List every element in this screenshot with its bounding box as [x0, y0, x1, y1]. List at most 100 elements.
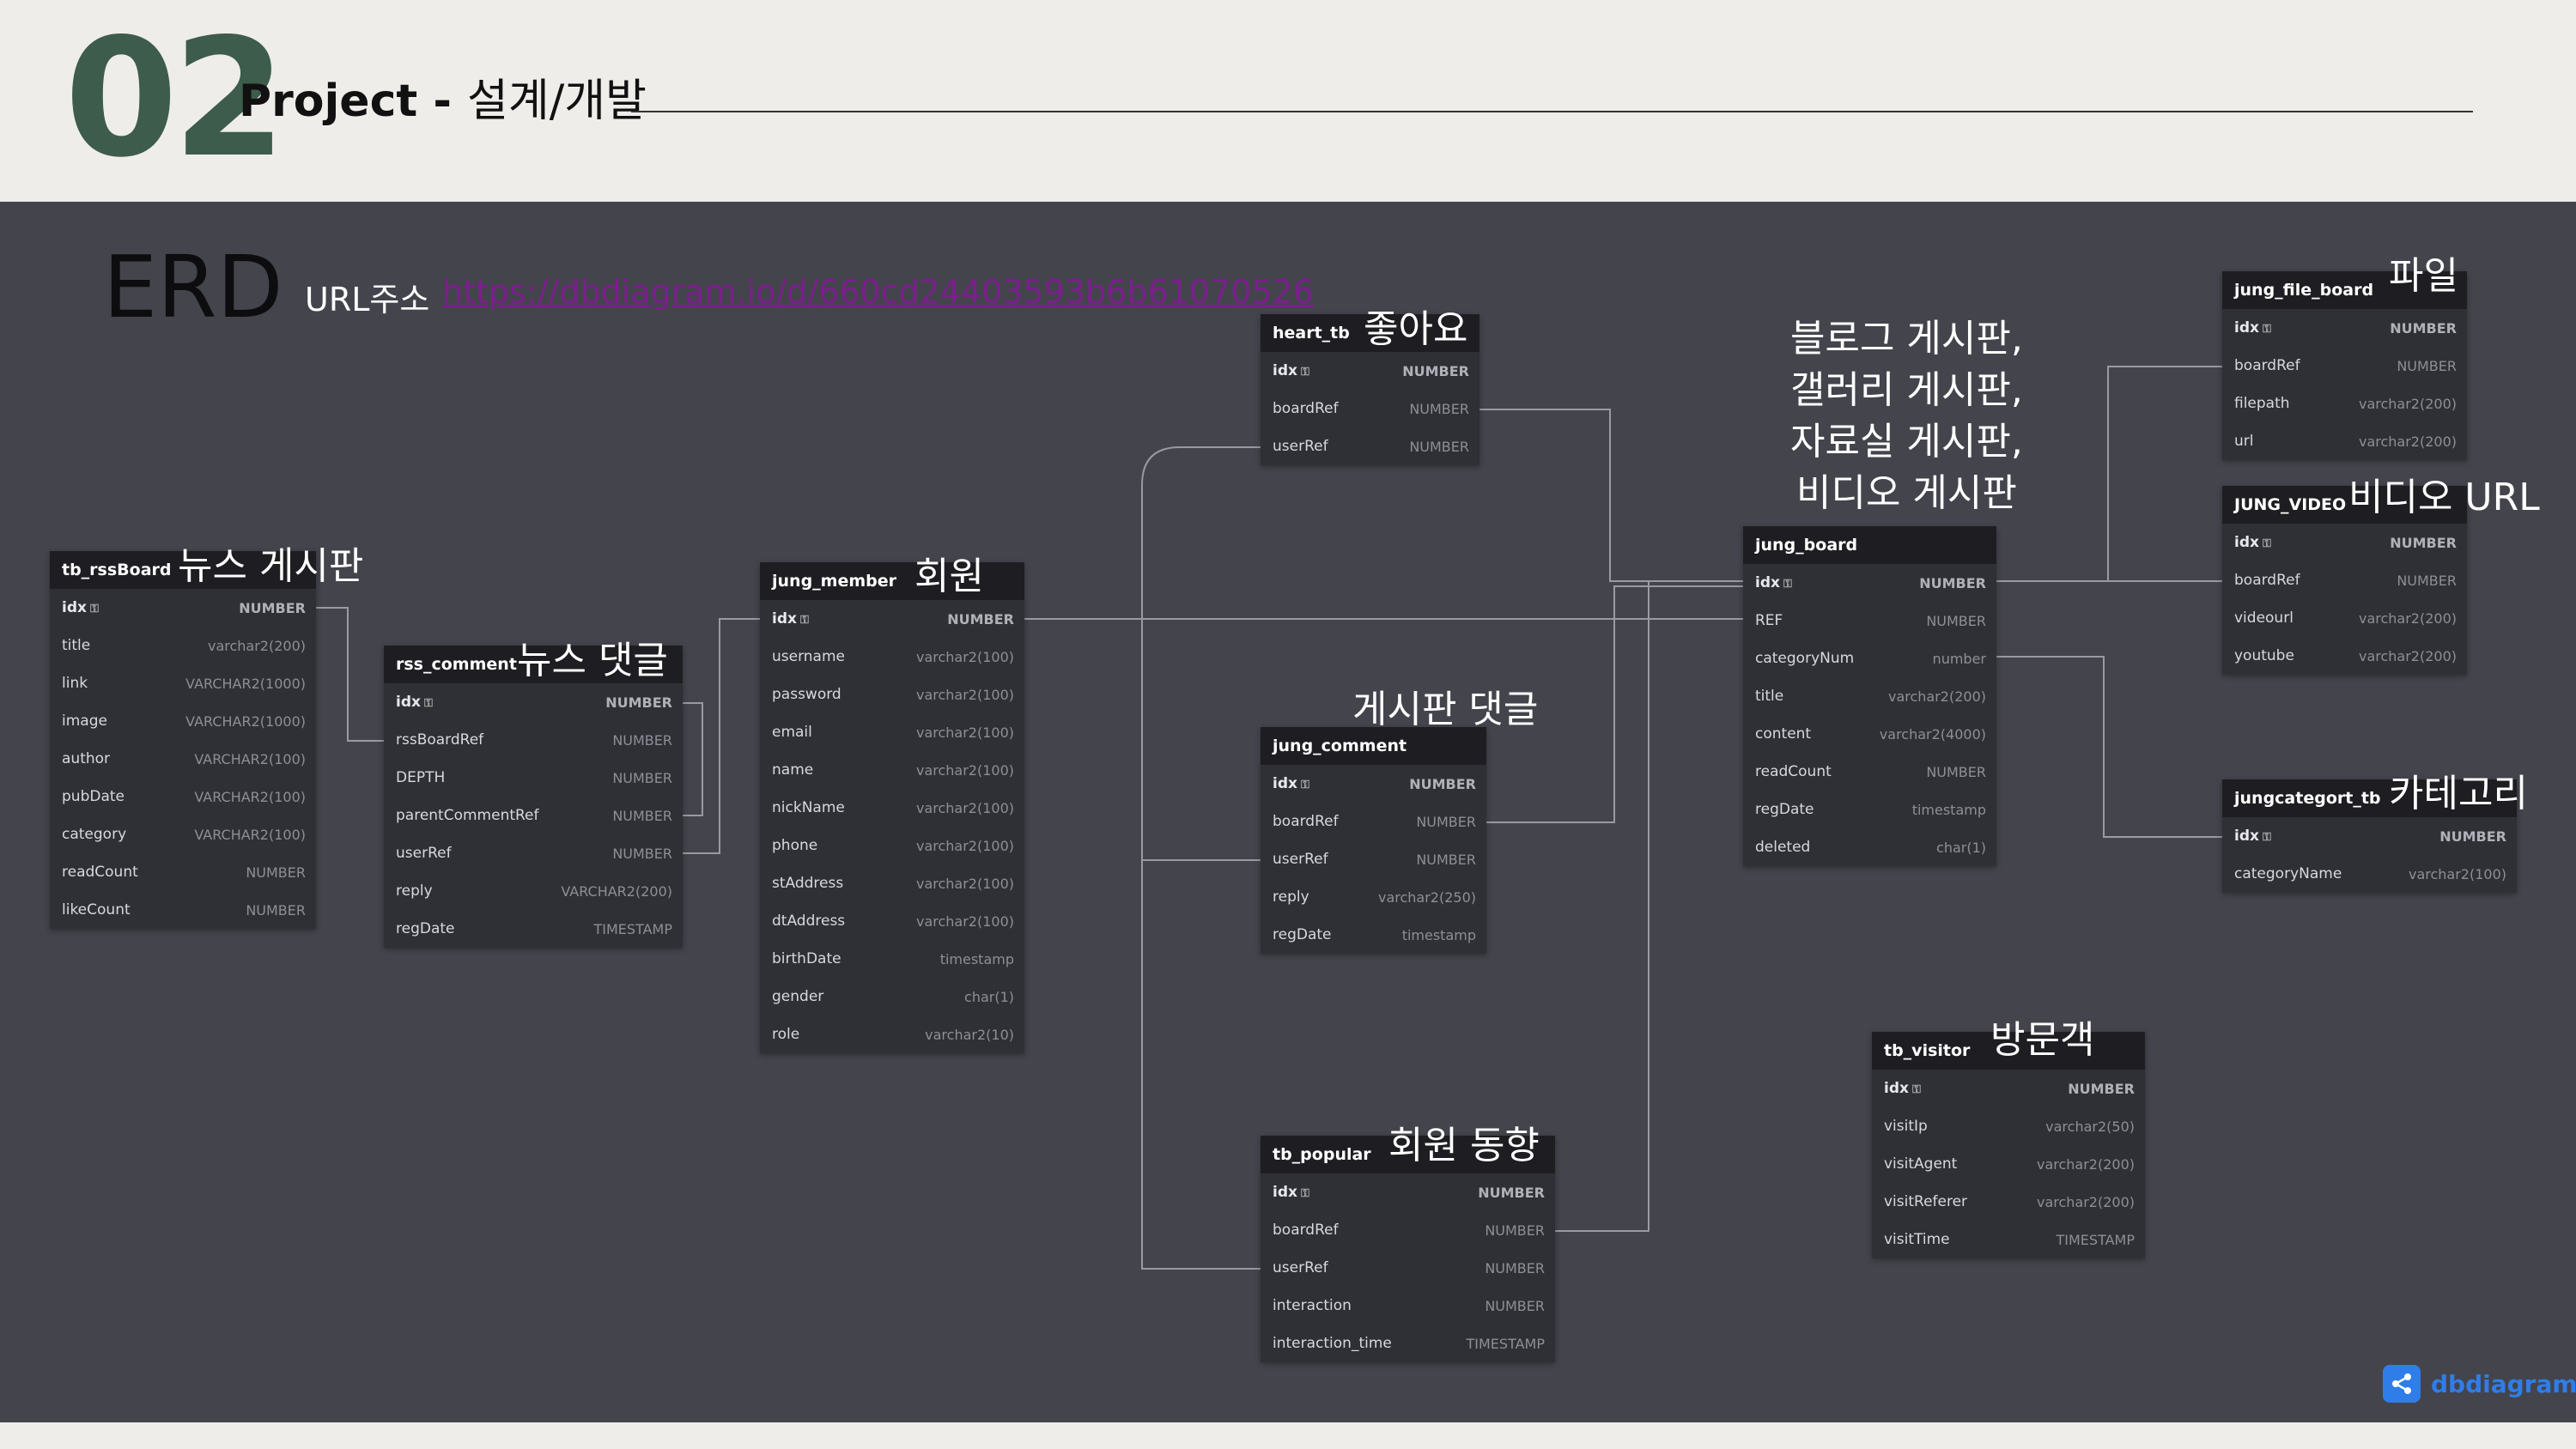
table-header: tb_popular: [1261, 1136, 1555, 1173]
rel-rsscomment-member: [683, 618, 760, 854]
column-name: idx⚿: [1755, 574, 1792, 591]
column-type: NUMBER: [612, 731, 672, 749]
column-name-text: boardRef: [1273, 400, 1339, 417]
column-name-text: parentCommentRef: [396, 807, 539, 824]
column-type: NUMBER: [1409, 400, 1469, 417]
table-header: tb_rssBoard: [50, 551, 316, 589]
column-type: NUMBER: [1926, 612, 1986, 629]
column-type: NUMBER: [239, 599, 306, 616]
column-type: varchar2(200): [2036, 1155, 2135, 1173]
column-name: idx⚿: [1273, 1184, 1309, 1201]
column-name-text: categoryNum: [1755, 650, 1855, 667]
column-name: REF: [1755, 612, 1783, 629]
column-type: TIMESTAMP: [1466, 1335, 1546, 1352]
rel-board-category: [1996, 656, 2222, 838]
column-name-text: phone: [772, 837, 818, 854]
label-board-line: 블로그 게시판,: [1790, 317, 2023, 361]
column-name: DEPTH: [396, 769, 445, 786]
erd-url-link[interactable]: https://dbdiagram.io/d/660cd24403593b6b6…: [442, 273, 1314, 311]
column-name-text: visitIp: [1884, 1118, 1928, 1135]
key-icon: ⚿: [2262, 323, 2271, 336]
table-row: boardRef NUMBER: [1261, 390, 1479, 427]
column-name-text: title: [1755, 688, 1784, 705]
column-name-text: content: [1755, 725, 1812, 743]
table-jung-board[interactable]: jung_board idx⚿ NUMBER REF NUMBER categoryNum…: [1743, 526, 1996, 866]
table-row: idx⚿NUMBER: [50, 589, 316, 627]
column-type: NUMBER: [612, 845, 672, 862]
label-board-line: 자료실 게시판,: [1790, 420, 2023, 464]
table-header: tb_visitor: [1872, 1032, 2145, 1070]
column-type: varchar2(200): [1887, 688, 1986, 705]
column-name: regDate: [1755, 801, 1814, 818]
column-name-text: userRef: [1273, 438, 1328, 455]
column-name-text: boardRef: [1273, 813, 1339, 830]
column-name-text: idx: [2234, 319, 2259, 336]
table-row: idx⚿NUMBER: [760, 600, 1024, 638]
column-name-text: idx: [772, 610, 797, 627]
column-name: idx⚿: [772, 610, 809, 627]
rel-member-comment: [1141, 619, 1261, 861]
column-type: VARCHAR2(100): [194, 788, 306, 805]
column-name: reply: [396, 882, 433, 900]
column-name-text: link: [62, 675, 88, 692]
column-type: NUMBER: [605, 694, 672, 711]
column-name-text: likeCount: [62, 901, 131, 919]
column-type: varchar2(250): [1377, 888, 1476, 906]
label-like: 좋아요: [1364, 307, 1468, 351]
table-header: rss_comment: [384, 646, 683, 683]
column-name-text: image: [62, 712, 107, 730]
column-name-text: idx: [1884, 1080, 1909, 1097]
column-type: NUMBER: [1926, 763, 1986, 780]
column-name: dtAddress: [772, 912, 845, 930]
label-category: 카테고리: [2389, 772, 2528, 815]
column-type: VARCHAR2(200): [561, 882, 672, 900]
column-name-text: idx: [2234, 828, 2259, 845]
column-type: timestamp: [1401, 926, 1476, 943]
column-name: interaction: [1273, 1297, 1352, 1314]
column-type: VARCHAR2(1000): [185, 712, 306, 730]
erd-title: ERD: [103, 237, 283, 337]
label-visitor: 방문객: [1990, 1018, 2095, 1062]
page-title-bold: Project -: [239, 76, 468, 127]
key-icon: ⚿: [1300, 1187, 1309, 1200]
key-icon: ⚿: [1911, 1083, 1921, 1096]
rel-member-popular: [1141, 619, 1261, 1270]
column-name-text: userRef: [1273, 1259, 1328, 1276]
column-name-text: username: [772, 648, 845, 665]
column-type: NUMBER: [2390, 319, 2457, 336]
table-row: idx⚿NUMBER: [384, 683, 683, 721]
column-name-text: reply: [1273, 888, 1309, 906]
column-name-text: gender: [772, 988, 824, 1005]
table-header: jung_board: [1743, 526, 1996, 564]
column-name: name: [772, 761, 813, 779]
column-name-text: birthDate: [772, 950, 841, 967]
column-name-text: filepath: [2234, 395, 2290, 412]
column-name-text: role: [772, 1026, 800, 1043]
column-name-text: password: [772, 686, 841, 703]
column-name: readCount: [62, 864, 138, 881]
column-name-text: idx: [1273, 362, 1297, 379]
column-name: gender: [772, 988, 823, 1005]
